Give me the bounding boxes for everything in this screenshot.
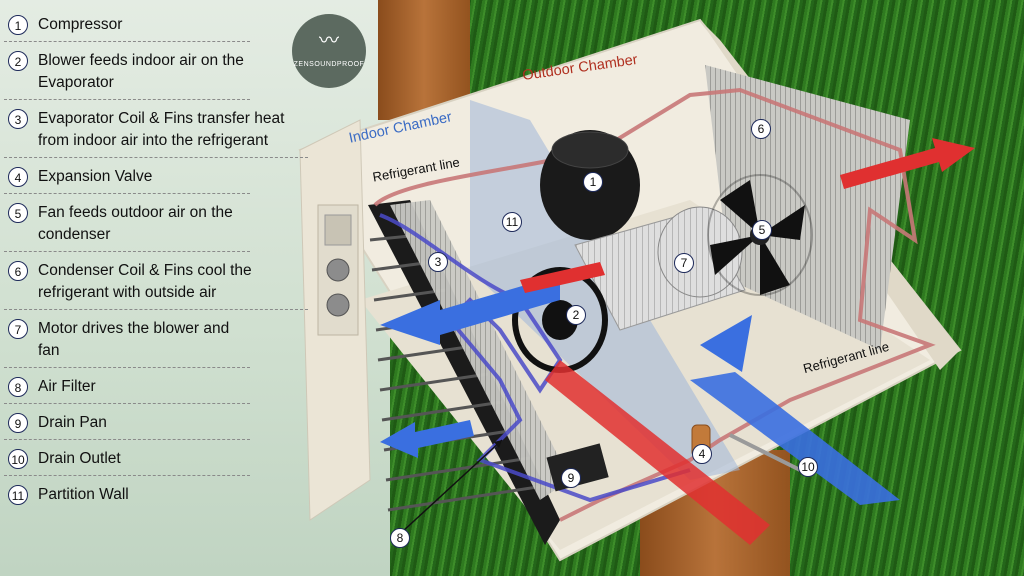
legend-number: 2 (8, 51, 28, 71)
legend-text: Evaporator Coil & Fins transfer heat fro… (38, 110, 285, 149)
cool-air-arrow-head (700, 315, 752, 372)
air-filter-leader-head (494, 440, 502, 448)
brand-logo: 〰 ZENSOUNDPROOF (292, 14, 366, 88)
legend: 1 Compressor 2 Blower feeds indoor air o… (4, 12, 308, 517)
legend-text: Partition Wall (38, 486, 129, 503)
motor-end (657, 206, 743, 298)
control-knob-1 (326, 258, 350, 282)
callout-drain-outlet: 10 (798, 457, 818, 477)
callout-compressor: 1 (583, 172, 603, 192)
legend-item: 2 Blower feeds indoor air on the Evapora… (4, 48, 250, 100)
callout-motor: 7 (674, 253, 694, 273)
legend-number: 7 (8, 319, 28, 339)
legend-text: Expansion Valve (38, 168, 153, 185)
legend-number: 1 (8, 15, 28, 35)
legend-item: 11 Partition Wall (4, 482, 250, 511)
indoor-supply-arrow-2 (380, 420, 474, 458)
callout-condenser: 6 (751, 119, 771, 139)
legend-text: Motor drives the blower and fan (38, 320, 230, 359)
callout-drain-pan: 9 (561, 468, 581, 488)
legend-number: 4 (8, 167, 28, 187)
callout-expansion-valve: 4 (692, 444, 712, 464)
hot-exhaust-stripe (520, 262, 605, 293)
legend-text: Air Filter (38, 378, 96, 395)
callout-air-filter: 8 (390, 528, 410, 548)
legend-item: 6 Condenser Coil & Fins cool the refrige… (4, 258, 308, 310)
control-display (324, 214, 352, 246)
compressor-top (551, 131, 629, 169)
legend-item: 8 Air Filter (4, 374, 250, 404)
legend-number: 10 (8, 449, 28, 469)
legend-text: Condenser Coil & Fins cool the refrigera… (38, 262, 252, 301)
legend-item: 5 Fan feeds outdoor air on the condenser (4, 200, 250, 252)
legend-text: Blower feeds indoor air on the Evaporato… (38, 52, 244, 91)
legend-text: Compressor (38, 16, 123, 33)
legend-item: 1 Compressor (4, 12, 250, 42)
callout-blower: 2 (566, 305, 586, 325)
legend-number: 6 (8, 261, 28, 281)
control-knob-2 (326, 293, 350, 317)
legend-item: 4 Expansion Valve (4, 164, 250, 194)
logo-icon: 〰 (319, 30, 339, 52)
legend-text: Drain Outlet (38, 450, 121, 467)
indoor-supply-arrow-1 (380, 275, 560, 345)
cool-air-arrow-inlet (690, 372, 900, 505)
callout-fan: 5 (752, 220, 772, 240)
evaporator-fins (390, 200, 570, 500)
legend-number: 8 (8, 377, 28, 397)
legend-number: 11 (8, 485, 28, 505)
hot-air-arrow-outdoor (840, 138, 975, 189)
legend-item: 3 Evaporator Coil & Fins transfer heat f… (4, 106, 308, 158)
legend-text: Drain Pan (38, 414, 107, 431)
legend-number: 9 (8, 413, 28, 433)
air-filter-leader (401, 439, 503, 533)
indoor-grille (368, 200, 560, 545)
logo-text: ZENSOUNDPROOF (293, 61, 365, 68)
legend-item: 9 Drain Pan (4, 410, 250, 440)
drain-outlet-pipe (729, 433, 801, 472)
legend-item: 7 Motor drives the blower and fan (4, 316, 250, 368)
legend-number: 5 (8, 203, 28, 223)
legend-number: 3 (8, 109, 28, 129)
callout-partition-wall: 11 (502, 212, 522, 232)
hot-exhaust-stripe-2 (545, 360, 770, 545)
callout-evaporator: 3 (428, 252, 448, 272)
legend-item: 10 Drain Outlet (4, 446, 250, 476)
condenser-fan (707, 174, 813, 296)
legend-text: Fan feeds outdoor air on the condenser (38, 204, 233, 243)
